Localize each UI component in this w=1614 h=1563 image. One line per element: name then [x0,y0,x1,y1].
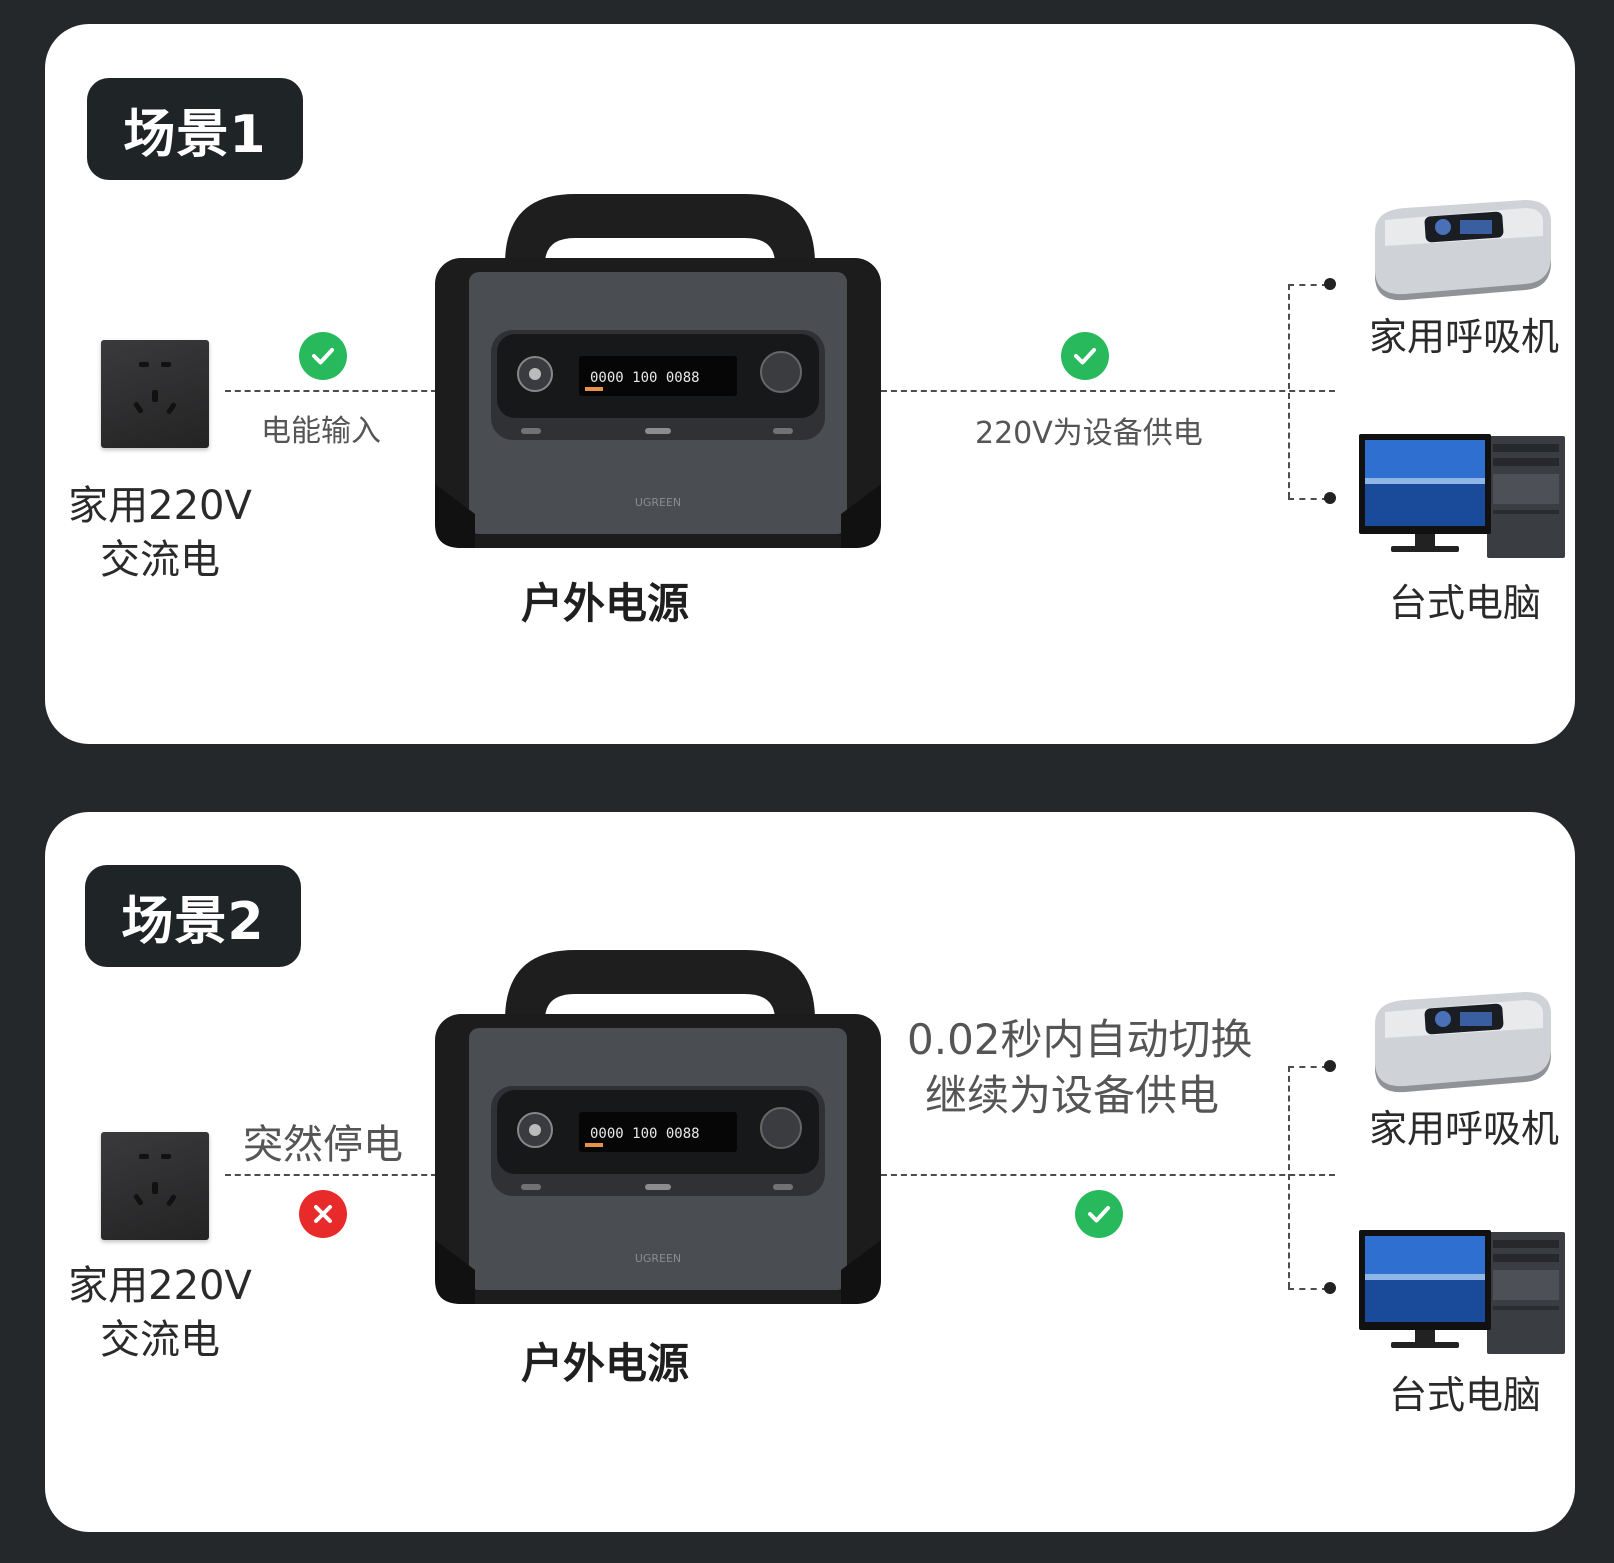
branch-line [1288,1066,1290,1288]
cpap-machine-icon [1365,192,1555,311]
scene-title: 场景1 [87,78,303,180]
scene-1-panel: 场景1 家用220V 交流电 电能输入 0000 100 0088 [45,24,1575,744]
output-connection-line [881,390,1335,392]
target-label: 家用呼吸机 [1369,1107,1560,1151]
input-connection-line [225,390,437,392]
output-label-line2: 继续为设备供电 [924,1071,1219,1120]
branch-line [1288,284,1290,498]
output-label-line1: 0.02秒内自动切换 [907,1015,1253,1064]
input-label: 突然停电 [243,1122,403,1168]
cross-circle-icon [299,1190,347,1238]
svg-text:0000 100 0088: 0000 100 0088 [590,370,700,386]
input-label: 电能输入 [261,414,381,449]
source-label-line2: 交流电 [100,537,220,583]
scene-2-panel: 场景2 家用220V 交流电 突然停电 0000 100 0088 [45,812,1575,1532]
branch-bottom [1288,1288,1328,1290]
svg-text:0000 100 0088: 0000 100 0088 [590,1126,700,1142]
output-label: 220V为设备供电 [975,416,1203,451]
connector-dot [1324,278,1336,290]
power-socket-icon [101,1132,209,1240]
check-circle-icon [299,332,347,380]
check-circle-icon [1075,1190,1123,1238]
connector-dot [1324,492,1336,504]
scene-title: 场景2 [85,865,301,967]
target-label: 家用呼吸机 [1369,315,1560,359]
source-label-line1: 家用220V [68,1263,252,1309]
connector-dot [1324,1060,1336,1072]
device-name: 户外电源 [521,579,690,628]
connector-dot [1324,1282,1336,1294]
input-connection-line [225,1174,437,1176]
source-label-line2: 交流电 [100,1317,220,1363]
power-socket-icon [101,340,209,448]
branch-top [1288,284,1328,286]
brand-logo: UGREEN [635,496,681,509]
check-circle-icon [1061,332,1109,380]
target-label: 台式电脑 [1389,581,1542,625]
desktop-computer-icon [1357,434,1569,568]
cpap-machine-icon [1365,984,1555,1103]
branch-top [1288,1066,1328,1068]
device-name: 户外电源 [521,1339,690,1388]
brand-logo: UGREEN [635,1252,681,1265]
power-station-image: 0000 100 0088 UGREEN [435,940,881,1320]
power-station-image: 0000 100 0088 UGREEN [435,184,881,564]
desktop-computer-icon [1357,1230,1569,1364]
target-label: 台式电脑 [1389,1373,1542,1417]
output-connection-line [881,1174,1335,1176]
source-label-line1: 家用220V [68,483,252,529]
branch-bottom [1288,498,1328,500]
